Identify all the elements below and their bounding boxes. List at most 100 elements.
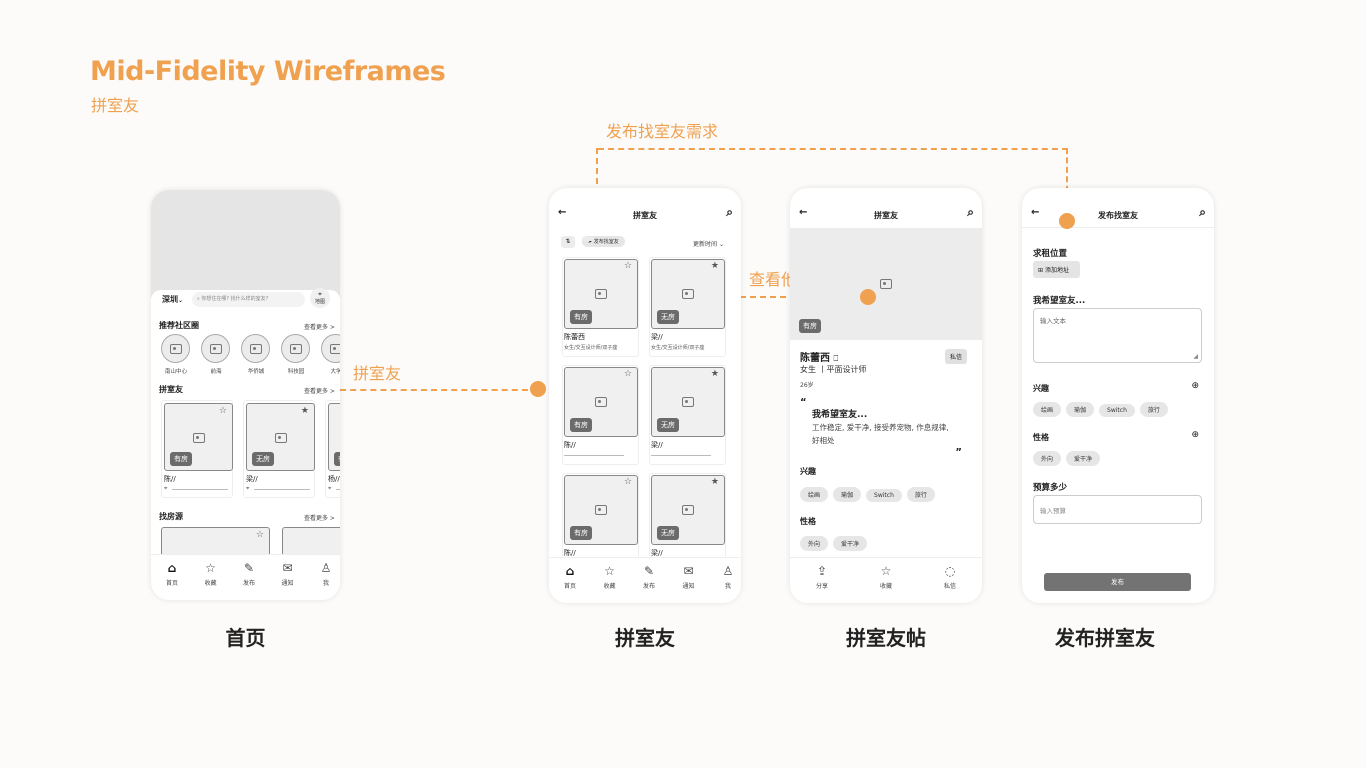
tab-label: 首页 (563, 583, 576, 590)
flow-dot-list (530, 381, 546, 397)
tab-1[interactable]: ☆收藏 (595, 564, 625, 590)
budget-input[interactable]: 输入预算 (1033, 495, 1202, 524)
housing-section-title: 找房源 (159, 512, 183, 521)
roommate-card[interactable]: ☆有杨//⌖ (325, 400, 340, 498)
roommate-card[interactable]: ★无房梁//⌖ (243, 400, 315, 498)
page-subtitle: 拼室友 (91, 96, 140, 115)
tag-pill[interactable]: 旅行 (906, 487, 935, 502)
community-avatar (161, 334, 190, 363)
star-icon[interactable]: ★ (710, 477, 719, 487)
interest-title: 兴趣 (1033, 384, 1049, 393)
post-action-2[interactable]: ◌私信 (935, 564, 965, 590)
card-image: ★ 无房 (651, 367, 725, 437)
back-arrow-icon[interactable]: ← (558, 207, 567, 218)
resize-handle-icon[interactable]: ◢ (1193, 353, 1198, 360)
search-placeholder: 你想住在哪? 找什么样的室友? (201, 296, 269, 302)
tag-pill[interactable]: 外向 (1033, 451, 1062, 466)
tag-pill[interactable]: 爱干净 (833, 536, 868, 551)
add-personality-icon[interactable]: ⊕ (1191, 430, 1199, 440)
back-arrow-icon[interactable]: ← (1031, 207, 1040, 218)
tag-pill[interactable]: 瑜伽 (1066, 402, 1095, 417)
community-item[interactable]: 南山中心 (161, 334, 191, 374)
star-icon[interactable]: ★ (710, 261, 719, 271)
community-item[interactable]: 科技园 (281, 334, 311, 374)
star-icon[interactable]: ☆ (623, 261, 632, 271)
community-item[interactable]: 华侨城 (241, 334, 271, 374)
card-image: ★无房 (651, 475, 725, 545)
tab-2[interactable]: ✎发布 (634, 564, 664, 590)
hope-textarea[interactable]: 输入文本 ◢ (1033, 308, 1202, 363)
map-button[interactable]: ⌖地图 (310, 288, 330, 308)
tab-4[interactable]: ♙我 (713, 564, 741, 590)
star-icon[interactable]: ☆ (623, 369, 632, 379)
tag-pill[interactable]: 旅行 (1139, 402, 1168, 417)
image-icon (210, 344, 222, 354)
community-see-more[interactable]: 查看更多 > (304, 324, 335, 331)
city-selector[interactable]: 深圳 ⌄ (162, 294, 183, 305)
location-title: 求租位置 (1033, 249, 1068, 259)
search-icon[interactable]: ⌕ (726, 205, 733, 219)
tab-0[interactable]: ⌂首页 (555, 564, 585, 590)
community-label: 大学 (330, 369, 340, 374)
tag-pill[interactable]: 绘画 (800, 487, 829, 502)
search-input[interactable]: ⌕ 你想住在哪? 找什么样的室友? (192, 292, 305, 307)
roommate-card[interactable]: ★无房梁//女生/交互设计师/双子座 (649, 257, 726, 357)
roommate-card[interactable]: ★无房梁// (649, 473, 726, 556)
tab-3[interactable]: ✉通知 (273, 561, 303, 587)
roommate-card[interactable]: ☆有房陈// (562, 473, 639, 556)
tag-pill[interactable]: 爱干净 (1066, 451, 1101, 466)
post-action-0[interactable]: ⇪分享 (807, 564, 837, 590)
search-icon[interactable]: ⌕ (967, 205, 974, 219)
tab-3[interactable]: ✉通知 (674, 564, 704, 590)
add-address-button[interactable]: ⊞ 添加地址 (1033, 261, 1080, 278)
tag-pill[interactable]: 外向 (800, 536, 829, 551)
action-label: 分享 (815, 583, 828, 590)
home-banner (151, 190, 340, 298)
tab-4[interactable]: ♙我 (311, 561, 340, 587)
roommate-card[interactable]: ☆有房陈//⌖ (161, 400, 233, 498)
search-icon[interactable]: ⌕ (1199, 205, 1206, 219)
room-tag: 无房 (657, 418, 679, 432)
tag-pill[interactable]: Switch (1099, 404, 1135, 417)
list-title: 拼室友 (633, 211, 657, 220)
room-tag: 有房 (570, 526, 592, 540)
housing-see-more[interactable]: 查看更多 > (304, 515, 335, 522)
tab-0[interactable]: ⌂首页 (157, 561, 187, 587)
message-button[interactable]: 私信 (944, 349, 967, 364)
sort-toggle-icon[interactable]: ⇅ (561, 236, 575, 248)
card-image: ★无房 (651, 259, 725, 329)
poster-name: 陈蕾西 ⎕ (800, 349, 838, 364)
community-item[interactable]: 大学 (321, 334, 340, 374)
tab-1[interactable]: ☆收藏 (196, 561, 226, 587)
filter-chip[interactable]: ➤ 发布找室友 (582, 236, 625, 247)
roommate-card[interactable]: ☆有房陈蕾西女生/交互设计师/双子座 (562, 257, 639, 357)
tag-pill[interactable]: Switch (866, 489, 902, 502)
add-interest-icon[interactable]: ⊕ (1191, 381, 1199, 391)
tag-pill[interactable]: 瑜伽 (833, 487, 862, 502)
star-icon[interactable]: ★ (300, 406, 309, 416)
roommate-card[interactable]: ☆有房陈// (562, 365, 639, 465)
housing-card[interactable]: ☆ (161, 527, 270, 557)
housing-card[interactable] (282, 527, 340, 557)
roommate-card[interactable]: ★无房梁// (649, 365, 726, 465)
post-action-1[interactable]: ☆收藏 (871, 564, 901, 590)
tab-label: 首页 (165, 580, 178, 587)
sort-dropdown[interactable]: 更新时间 ⌄ (693, 239, 724, 248)
card-name: 梁// (651, 333, 663, 341)
back-arrow-icon[interactable]: ← (799, 207, 808, 218)
room-tag: 有房 (570, 418, 592, 432)
community-section-title: 推荐社区圈 (159, 321, 199, 330)
card-image: ★无房 (246, 403, 315, 471)
tab-2[interactable]: ✎发布 (234, 561, 264, 587)
submit-button[interactable]: 发布 (1044, 573, 1191, 591)
star-icon[interactable]: ☆ (218, 406, 227, 416)
tag-pill[interactable]: 绘画 (1033, 402, 1062, 417)
flow-label-publish-need: 发布找室友需求 (606, 122, 719, 141)
bookmark-icon[interactable]: ⎕ (833, 354, 839, 363)
poster-name-text: 陈蕾西 (800, 353, 830, 364)
image-icon (682, 289, 694, 299)
star-icon[interactable]: ☆ (623, 477, 632, 487)
star-icon[interactable]: ★ (710, 369, 719, 379)
community-item[interactable]: 前海 (201, 334, 231, 374)
roommate-see-more[interactable]: 查看更多 > (304, 388, 335, 395)
